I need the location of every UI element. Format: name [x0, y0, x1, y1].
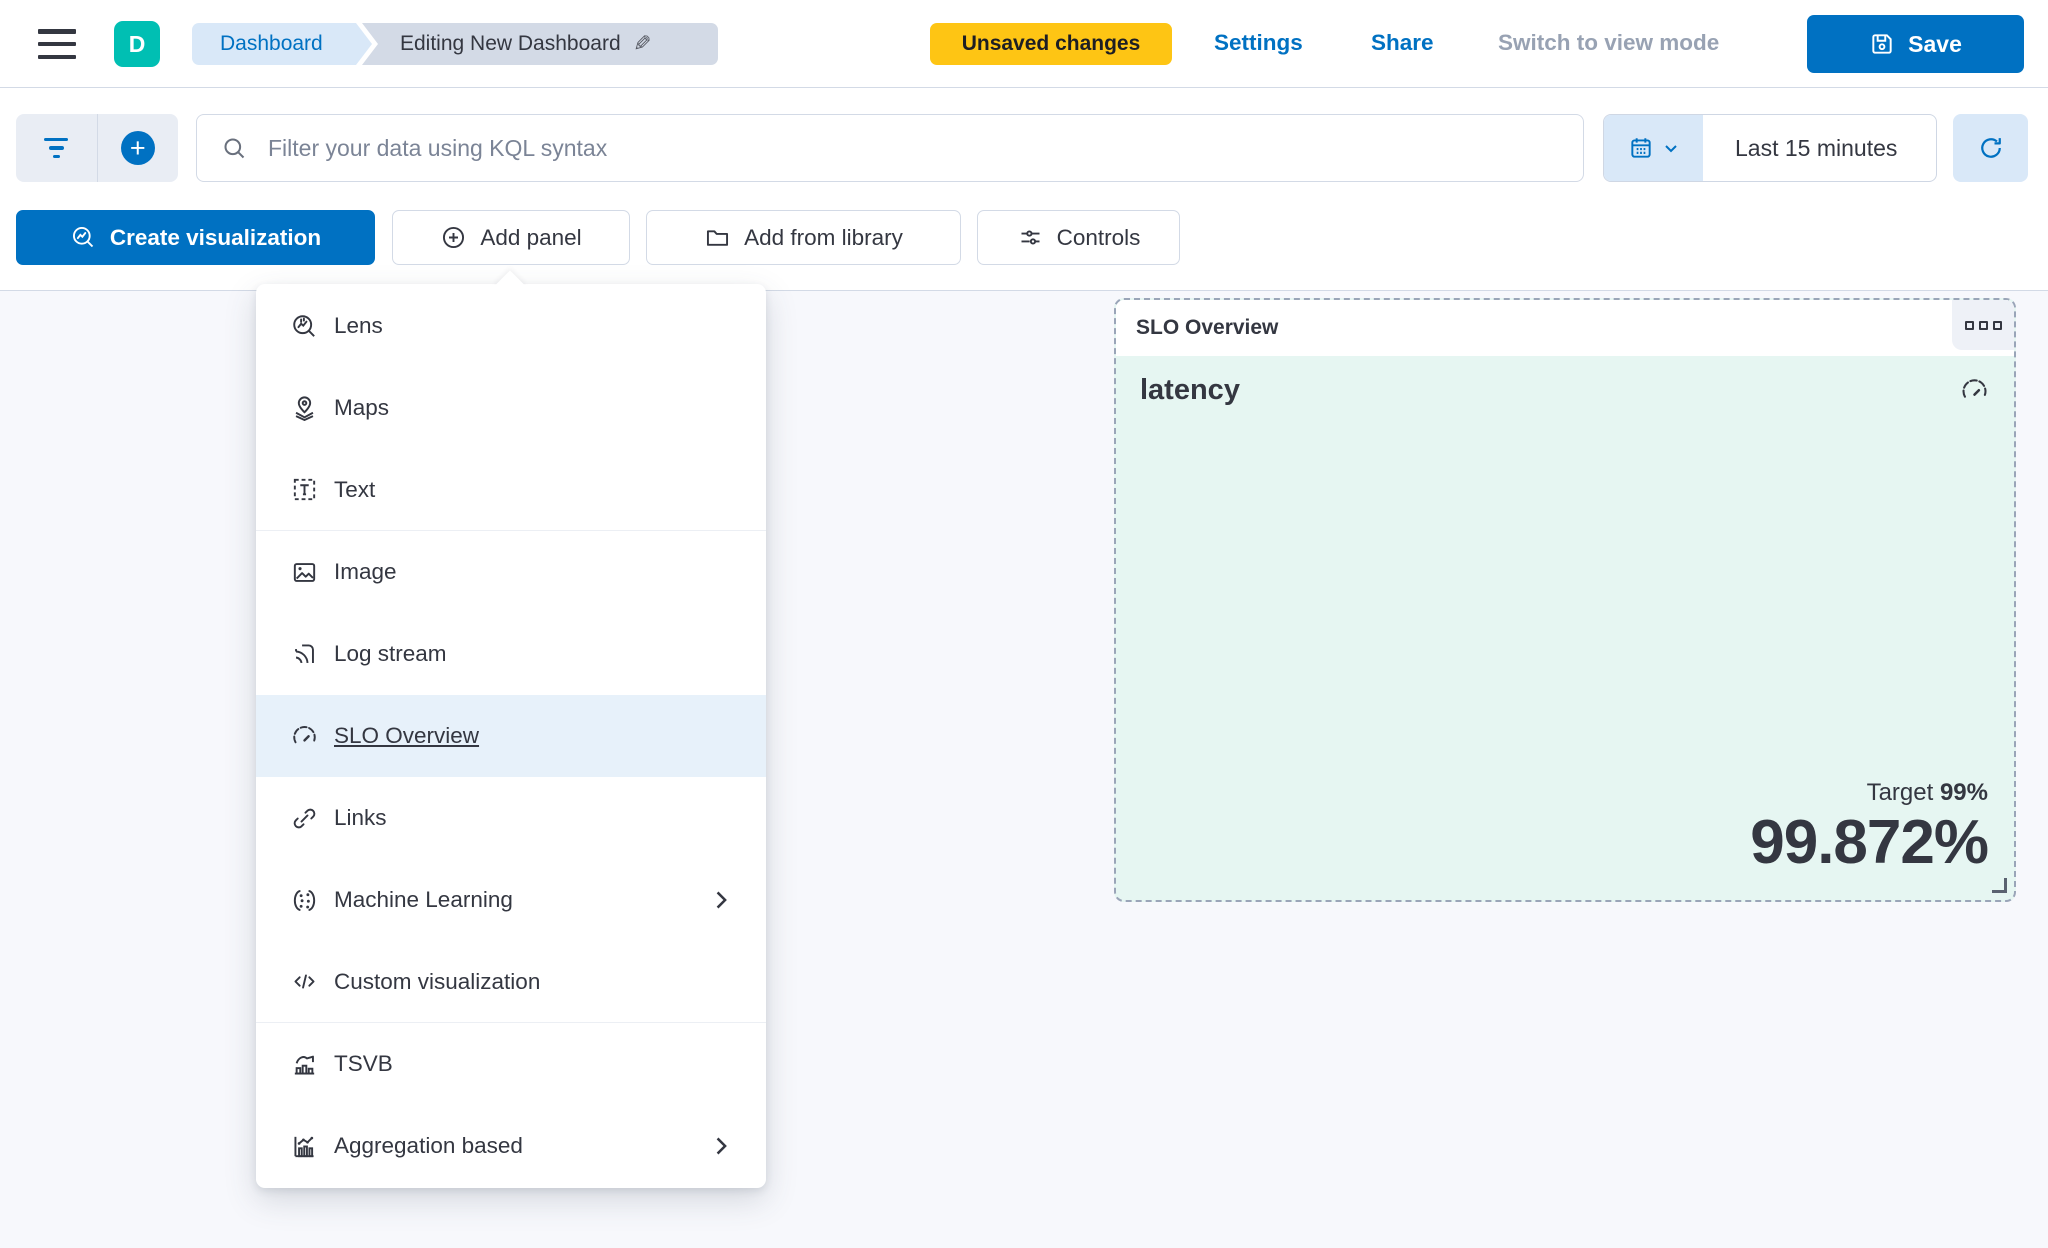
menu-item-image[interactable]: Image — [256, 531, 766, 613]
controls-button[interactable]: Controls — [977, 210, 1180, 265]
folder-icon — [707, 230, 729, 246]
filter-button-group: + — [16, 114, 178, 182]
resize-handle[interactable] — [1992, 878, 2007, 893]
add-panel-button[interactable]: Add panel — [392, 210, 630, 265]
quick-select-button[interactable] — [1604, 115, 1703, 181]
breadcrumb-label: Dashboard — [220, 32, 323, 55]
chevron-right-icon — [716, 1137, 727, 1155]
target-value: 99% — [1939, 778, 1988, 806]
share-link[interactable]: Share — [1371, 30, 1434, 55]
unified-search-bar: + Last 15 minutes — [0, 88, 2048, 208]
chevron-right-icon — [716, 891, 727, 909]
calendar-icon — [1631, 138, 1651, 158]
menu-item-links[interactable]: Links — [256, 777, 766, 859]
avatar[interactable]: D — [114, 21, 160, 67]
time-range-value[interactable]: Last 15 minutes — [1735, 134, 1898, 161]
add-filter-button[interactable]: + — [96, 114, 179, 182]
plus-circle-icon — [443, 226, 465, 249]
lens-icon — [72, 226, 94, 248]
refresh-icon — [1980, 138, 2001, 158]
slo-values: Target 99% 99.872% — [1750, 778, 1989, 878]
panel-options-icon — [1964, 320, 1974, 330]
add-from-library-button[interactable]: Add from library — [646, 210, 961, 265]
create-visualization-button[interactable]: Create visualization — [16, 210, 375, 265]
gauge-icon — [1962, 379, 1987, 398]
gauge-icon — [293, 725, 316, 743]
kql-query-bar — [196, 114, 1584, 182]
save-icon — [1872, 34, 1892, 54]
settings-link[interactable]: Settings — [1214, 30, 1303, 55]
unsaved-changes-badge: Unsaved changes — [930, 23, 1172, 65]
slo-overview-panel: SLO Overview latency Target 99% 99.872% — [1114, 298, 2016, 902]
code-icon — [294, 974, 315, 989]
dashboard-toolbar: Create visualization Add panel Add from … — [0, 208, 2048, 291]
maps-icon — [295, 395, 314, 421]
aggregation-icon — [294, 1136, 314, 1157]
switch-to-view-mode-link[interactable]: Switch to view mode — [1498, 30, 1720, 55]
machine-learning-icon — [293, 889, 316, 911]
menu-icon[interactable] — [38, 29, 76, 59]
link-icon — [293, 808, 316, 828]
kql-input[interactable] — [268, 134, 1559, 162]
menu-item-lens[interactable]: Lens — [256, 285, 766, 367]
menu-item-log-stream[interactable]: Log stream — [256, 613, 766, 695]
sliders-icon — [1021, 230, 1040, 245]
top-navigation-bar: D Dashboard Editing New Dashboard ✎ Unsa… — [0, 0, 2048, 88]
breadcrumb-current[interactable]: Editing New Dashboard ✎ — [362, 23, 718, 65]
sli-value: 99.872% — [1750, 807, 1989, 877]
menu-item-slo-overview[interactable]: SLO Overview — [256, 695, 766, 777]
time-range-picker: Last 15 minutes — [1603, 114, 1937, 182]
save-button[interactable]: Save — [1807, 15, 2024, 73]
text-icon — [293, 478, 316, 501]
tsvb-icon — [294, 1055, 315, 1075]
pencil-icon: ✎ — [632, 31, 652, 56]
menu-item-machine-learning[interactable]: Machine Learning — [256, 859, 766, 941]
panel-options-button[interactable] — [1952, 300, 2014, 350]
target-label: Target — [1866, 778, 1934, 806]
menu-item-aggregation-based[interactable]: Aggregation based — [256, 1105, 766, 1187]
search-icon — [224, 137, 245, 158]
filter-button[interactable] — [16, 114, 97, 182]
image-icon — [293, 562, 316, 582]
lens-icon — [293, 314, 315, 337]
menu-item-custom-visualization[interactable]: Custom visualization — [256, 941, 766, 1023]
slo-name: latency — [1140, 374, 1240, 406]
menu-item-maps[interactable]: Maps — [256, 367, 766, 449]
menu-item-text[interactable]: Text — [256, 449, 766, 531]
breadcrumb-label: Editing New Dashboard — [400, 32, 621, 55]
refresh-button[interactable] — [1953, 114, 2028, 182]
panel-header: SLO Overview — [1116, 300, 2014, 356]
add-panel-menu: Lens Maps Text — [256, 270, 766, 1188]
panel-title: SLO Overview — [1136, 316, 1279, 339]
filter-icon — [44, 137, 69, 159]
breadcrumb-dashboard[interactable]: Dashboard — [192, 23, 372, 65]
add-filter-icon: + — [120, 131, 155, 165]
log-stream-icon — [295, 643, 314, 663]
chevron-down-icon — [1665, 145, 1677, 153]
menu-item-tsvb[interactable]: TSVB — [256, 1023, 766, 1105]
